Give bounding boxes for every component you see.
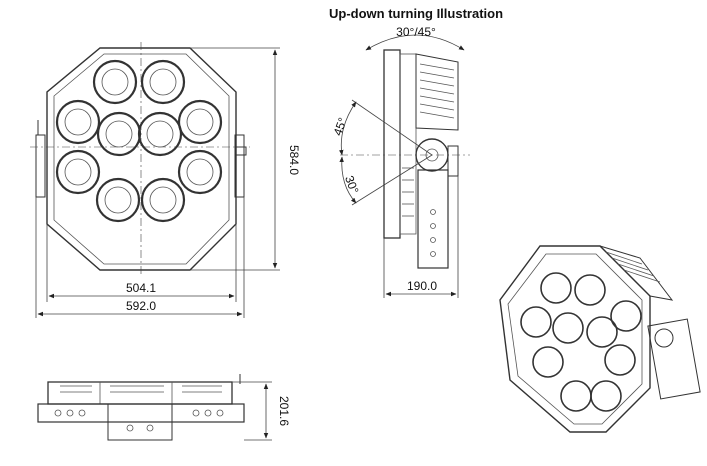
led-module — [55, 99, 101, 145]
height-dimension: 584.0 — [190, 47, 301, 271]
led-module — [177, 99, 223, 145]
bottom-view: 201.6 — [37, 374, 291, 441]
led-module — [55, 149, 101, 195]
depth-dimension-label: 190.0 — [407, 279, 437, 293]
led-module — [140, 59, 186, 105]
iso-bracket — [647, 318, 701, 400]
iso-pivot — [654, 328, 674, 348]
left-bracket — [35, 134, 46, 198]
iso-fin-lines — [605, 251, 661, 283]
bottom-height-dimension: 201.6 — [232, 381, 291, 441]
heatsink-fin-lines — [419, 63, 455, 119]
turn-range-label: 30°/45° — [396, 25, 436, 39]
angle-down-label: 30° — [342, 174, 361, 196]
side-heatsink-front — [399, 53, 417, 235]
angle-arc-down — [339, 156, 357, 204]
iso-led-modules — [520, 272, 642, 412]
angle-arc-up — [339, 101, 357, 156]
bottom-fin-lines — [60, 382, 222, 404]
heatsink-fin-lines-lower — [402, 167, 414, 217]
bottom-housing — [37, 403, 245, 423]
side-housing — [383, 49, 401, 239]
depth-dimension: 190.0 — [383, 176, 459, 298]
bottom-heatsink-block — [47, 381, 233, 405]
led-module-array — [55, 59, 223, 223]
bottom-bracket-holes — [126, 424, 154, 432]
led-module — [137, 111, 183, 157]
led-module — [177, 149, 223, 195]
front-housing-inner-outline — [53, 53, 230, 265]
angle-up-label: 45° — [331, 116, 350, 138]
led-module — [92, 59, 138, 105]
bracket-holes — [430, 209, 436, 257]
front-view: 584.0 504.1 592.0 — [30, 42, 301, 318]
mounting-bracket — [417, 169, 449, 269]
turn-arc — [365, 34, 465, 51]
led-module — [140, 177, 186, 223]
bottom-height-dimension-label: 201.6 — [277, 396, 291, 426]
angle-line-up — [351, 99, 433, 156]
led-module — [95, 177, 141, 223]
bottom-bracket — [107, 403, 173, 441]
height-dimension-label: 584.0 — [287, 145, 301, 175]
iso-heatsink-top — [599, 245, 674, 301]
inner-width-dimension: 504.1 — [46, 224, 237, 302]
inner-width-dimension-label: 504.1 — [126, 281, 156, 295]
iso-housing-inner — [507, 253, 643, 425]
isometric-view — [499, 245, 701, 433]
bottom-holes — [54, 409, 224, 417]
overall-width-dimension: 592.0 — [35, 197, 245, 318]
angle-line-down — [351, 154, 433, 206]
right-bracket — [234, 134, 245, 198]
overall-width-dimension-label: 592.0 — [126, 299, 156, 313]
side-view: Up-down turning Illustration 30°/45° — [329, 6, 503, 298]
led-module — [96, 111, 142, 157]
side-mount-plate — [447, 145, 459, 177]
illustration-title: Up-down turning Illustration — [329, 6, 503, 21]
heatsink-fins-top — [415, 53, 459, 131]
